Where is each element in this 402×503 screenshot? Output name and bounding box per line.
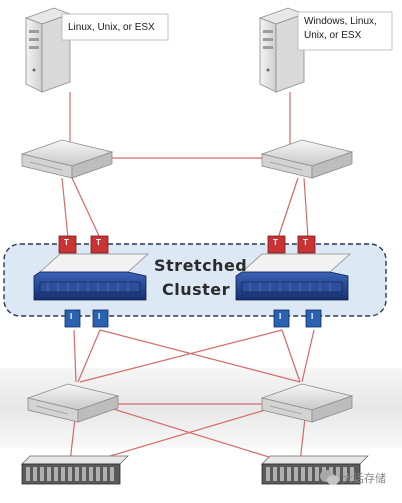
port-letter-t2: T [96, 238, 101, 247]
network-switch-icon [26, 383, 120, 423]
link-i1-bsw1 [73, 329, 77, 383]
port-letter-i2: I [98, 312, 101, 321]
disk-shelf-icon [21, 455, 129, 485]
server-tower-icon [258, 7, 306, 93]
network-switch-icon [20, 139, 114, 179]
links [61, 92, 315, 463]
target-port-icon [58, 235, 316, 254]
link-i3-bsw2 [281, 329, 301, 383]
link-sw1-t1 [61, 177, 69, 239]
link-sw1-t2 [71, 177, 101, 239]
host2-label: Windows, Linux, Unix, or ESX [304, 16, 377, 41]
cluster-title-line1: Stretched [154, 256, 248, 275]
port-letter-t1: T [64, 238, 69, 247]
port-letter-i4: I [311, 312, 314, 321]
link-bsw2-disk2 [299, 417, 306, 463]
network-switch-icon [260, 139, 354, 179]
link-cross-2 [79, 329, 283, 383]
link-cross-disk-1 [109, 407, 286, 463]
storage-controller-icon [235, 253, 352, 301]
storage-controller-icon [33, 253, 150, 301]
wechat-icon [320, 470, 339, 485]
port-letter-i1: I [70, 312, 73, 321]
port-letter-t4: T [303, 238, 308, 247]
cluster-title-line2: Cluster [162, 280, 231, 299]
port-letter-i3: I [279, 312, 282, 321]
link-bsw1-disk1 [69, 417, 76, 463]
link-i2-bsw1 [77, 329, 101, 383]
host1-label: Linux, Unix, or ESX [68, 22, 155, 33]
network-switch-icon [260, 383, 354, 423]
host2-label-box [297, 11, 393, 51]
link-sw2-t2 [303, 177, 309, 239]
link-cross-disk-2 [89, 407, 273, 463]
initiator-port-icon [64, 309, 322, 328]
link-i4-bsw2 [301, 329, 315, 383]
port-letter-t3: T [273, 238, 278, 247]
host1-label-box [61, 13, 169, 41]
link-cross-1 [99, 329, 301, 383]
link-sw2-t1 [277, 177, 299, 239]
watermark: 大话存储 [342, 472, 386, 485]
